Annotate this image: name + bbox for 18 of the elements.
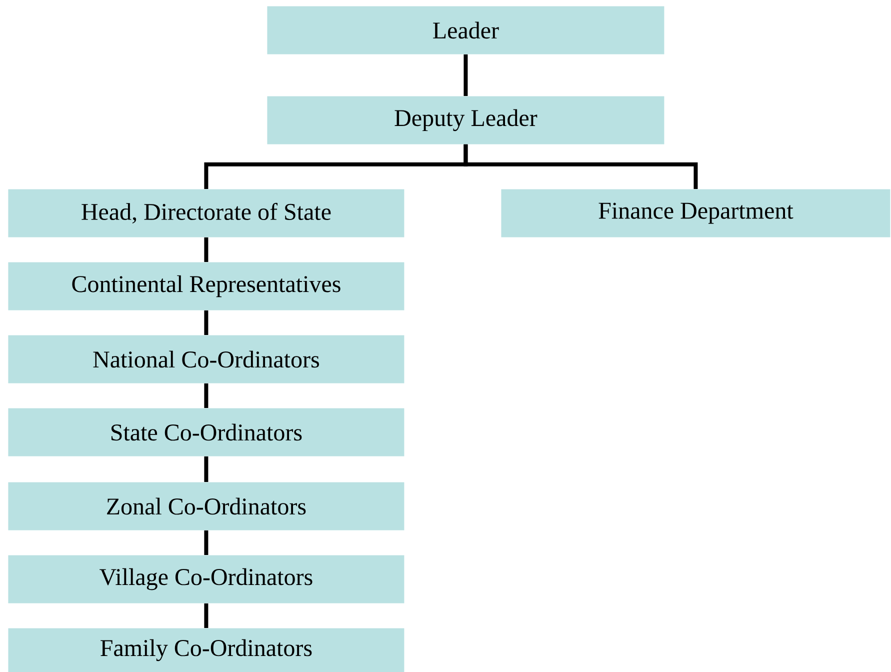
connector-line bbox=[204, 310, 208, 335]
connector-line bbox=[204, 383, 208, 408]
org-box: Continental Representatives bbox=[8, 262, 404, 310]
org-box: Village Co-Ordinators bbox=[8, 555, 404, 604]
connector-line bbox=[464, 144, 698, 189]
connector-line bbox=[204, 603, 208, 628]
connector-line bbox=[464, 54, 468, 96]
org-box: National Co-Ordinators bbox=[8, 335, 404, 384]
org-box: Deputy Leader bbox=[267, 96, 664, 144]
org-box: Zonal Co-Ordinators bbox=[8, 482, 404, 530]
connector-line bbox=[204, 456, 208, 482]
org-box: Leader bbox=[267, 6, 664, 54]
org-box: Head, Directorate of State bbox=[8, 189, 404, 238]
org-box: State Co-Ordinators bbox=[8, 408, 404, 456]
connector-line bbox=[204, 530, 208, 555]
org-box: Family Co-Ordinators bbox=[8, 628, 404, 672]
connector-line bbox=[204, 237, 208, 262]
org-box: Finance Department bbox=[501, 189, 890, 238]
